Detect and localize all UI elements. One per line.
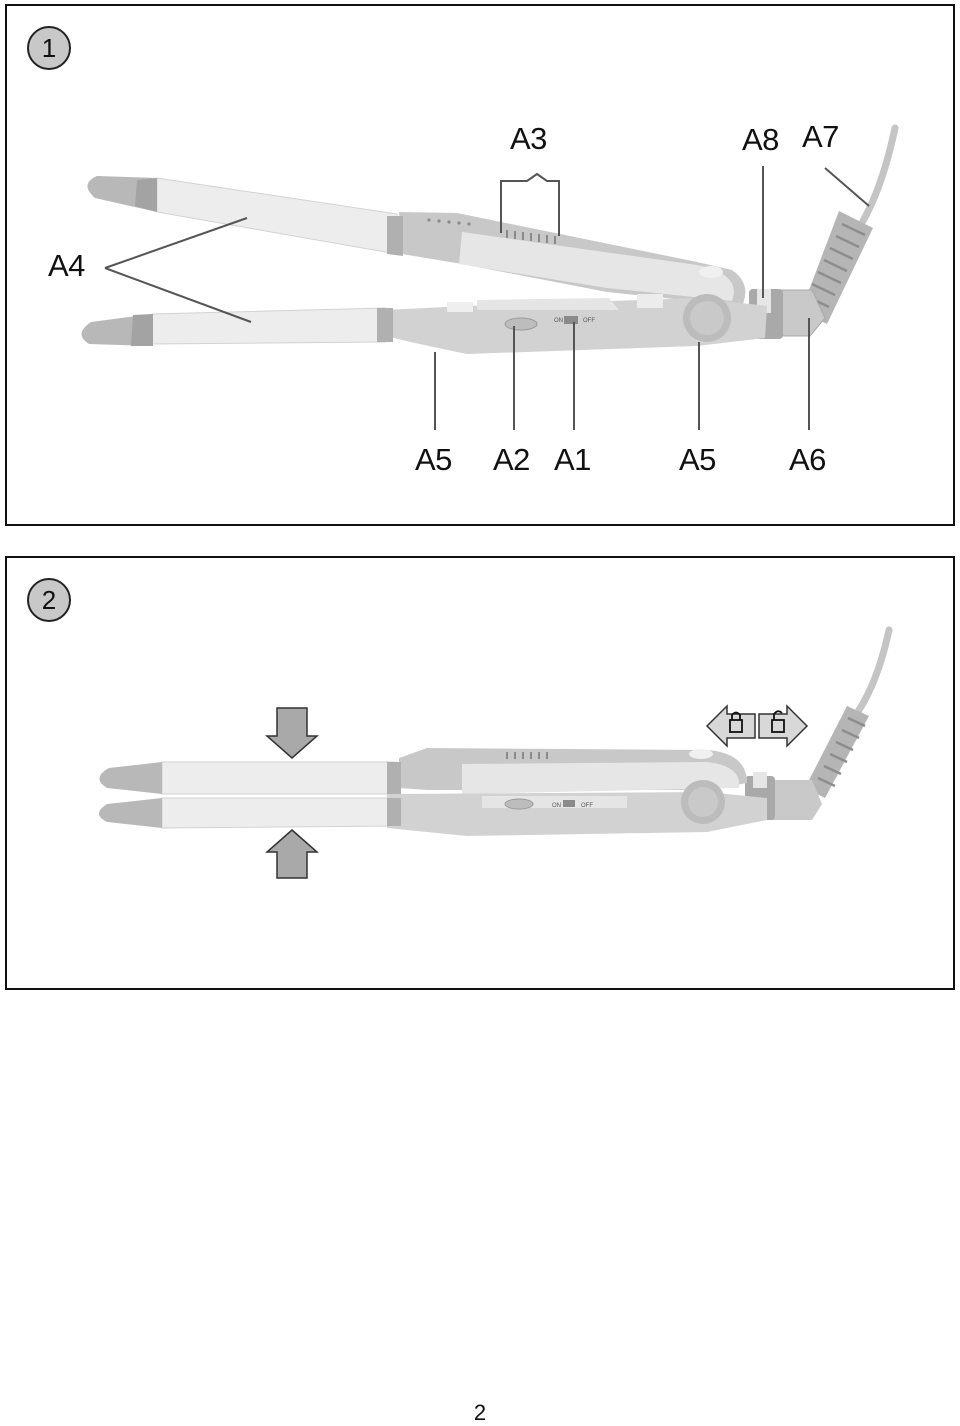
figure-number: 2 bbox=[41, 584, 57, 615]
switch-on-text: ON bbox=[552, 803, 561, 809]
leader-a4-top bbox=[104, 217, 248, 269]
temperature-display bbox=[506, 230, 556, 244]
hinge-cap bbox=[699, 266, 723, 278]
swivel-connector bbox=[767, 780, 822, 820]
lower-arm: ON OFF bbox=[385, 294, 767, 354]
upper-arm bbox=[399, 748, 747, 794]
arrow-up-icon bbox=[265, 829, 319, 879]
callout-a7: A7 bbox=[802, 119, 839, 154]
lock-open-icon bbox=[758, 704, 809, 748]
switch-off-text: OFF bbox=[583, 318, 595, 324]
power-cord bbox=[859, 124, 899, 225]
figure-1-panel: 1 bbox=[5, 4, 955, 526]
upper-plate bbox=[99, 761, 401, 795]
lower-arm: ON OFF bbox=[387, 780, 767, 836]
switch-on-text: ON bbox=[554, 318, 563, 324]
temperature-wheel bbox=[504, 317, 538, 331]
callout-a5-right: A5 bbox=[679, 442, 716, 477]
lock-slider bbox=[753, 772, 767, 788]
upper-arm bbox=[399, 212, 746, 306]
hair-straightener-closed-illustration: ON OFF bbox=[99, 626, 893, 879]
callout-a2: A2 bbox=[493, 442, 530, 477]
cord-strain-relief bbox=[805, 706, 869, 798]
callout-a3: A3 bbox=[510, 121, 547, 156]
temperature-wheel bbox=[504, 798, 534, 810]
lock-closed-icon bbox=[705, 704, 756, 748]
power-cord bbox=[855, 626, 893, 714]
leader-lines bbox=[104, 166, 870, 430]
page-number: 2 bbox=[473, 1400, 487, 1425]
leader-a3 bbox=[500, 172, 560, 236]
cord-strain-relief bbox=[801, 211, 873, 324]
on-off-switch bbox=[564, 316, 578, 324]
leader-a7 bbox=[824, 167, 870, 207]
lower-plate bbox=[81, 307, 393, 346]
figure-2-panel: 2 bbox=[5, 556, 955, 990]
callout-a5-left: A5 bbox=[415, 442, 452, 477]
switch-off-text: OFF bbox=[581, 803, 593, 809]
callout-a6: A6 bbox=[789, 442, 826, 477]
figure-number-badge: 2 bbox=[27, 578, 71, 622]
lower-plate bbox=[99, 797, 401, 829]
callout-a8: A8 bbox=[742, 122, 779, 157]
leader-a4-bottom bbox=[104, 267, 252, 323]
callout-a4: A4 bbox=[48, 248, 85, 283]
upper-plate bbox=[87, 176, 403, 256]
figure-number: 1 bbox=[41, 32, 57, 63]
arrow-down-icon bbox=[265, 707, 319, 759]
on-off-switch bbox=[563, 800, 575, 807]
temperature-display bbox=[506, 752, 548, 759]
callout-a1: A1 bbox=[554, 442, 591, 477]
figure-number-badge: 1 bbox=[27, 26, 71, 70]
hair-straightener-open-illustration: ON OFF bbox=[81, 124, 899, 430]
